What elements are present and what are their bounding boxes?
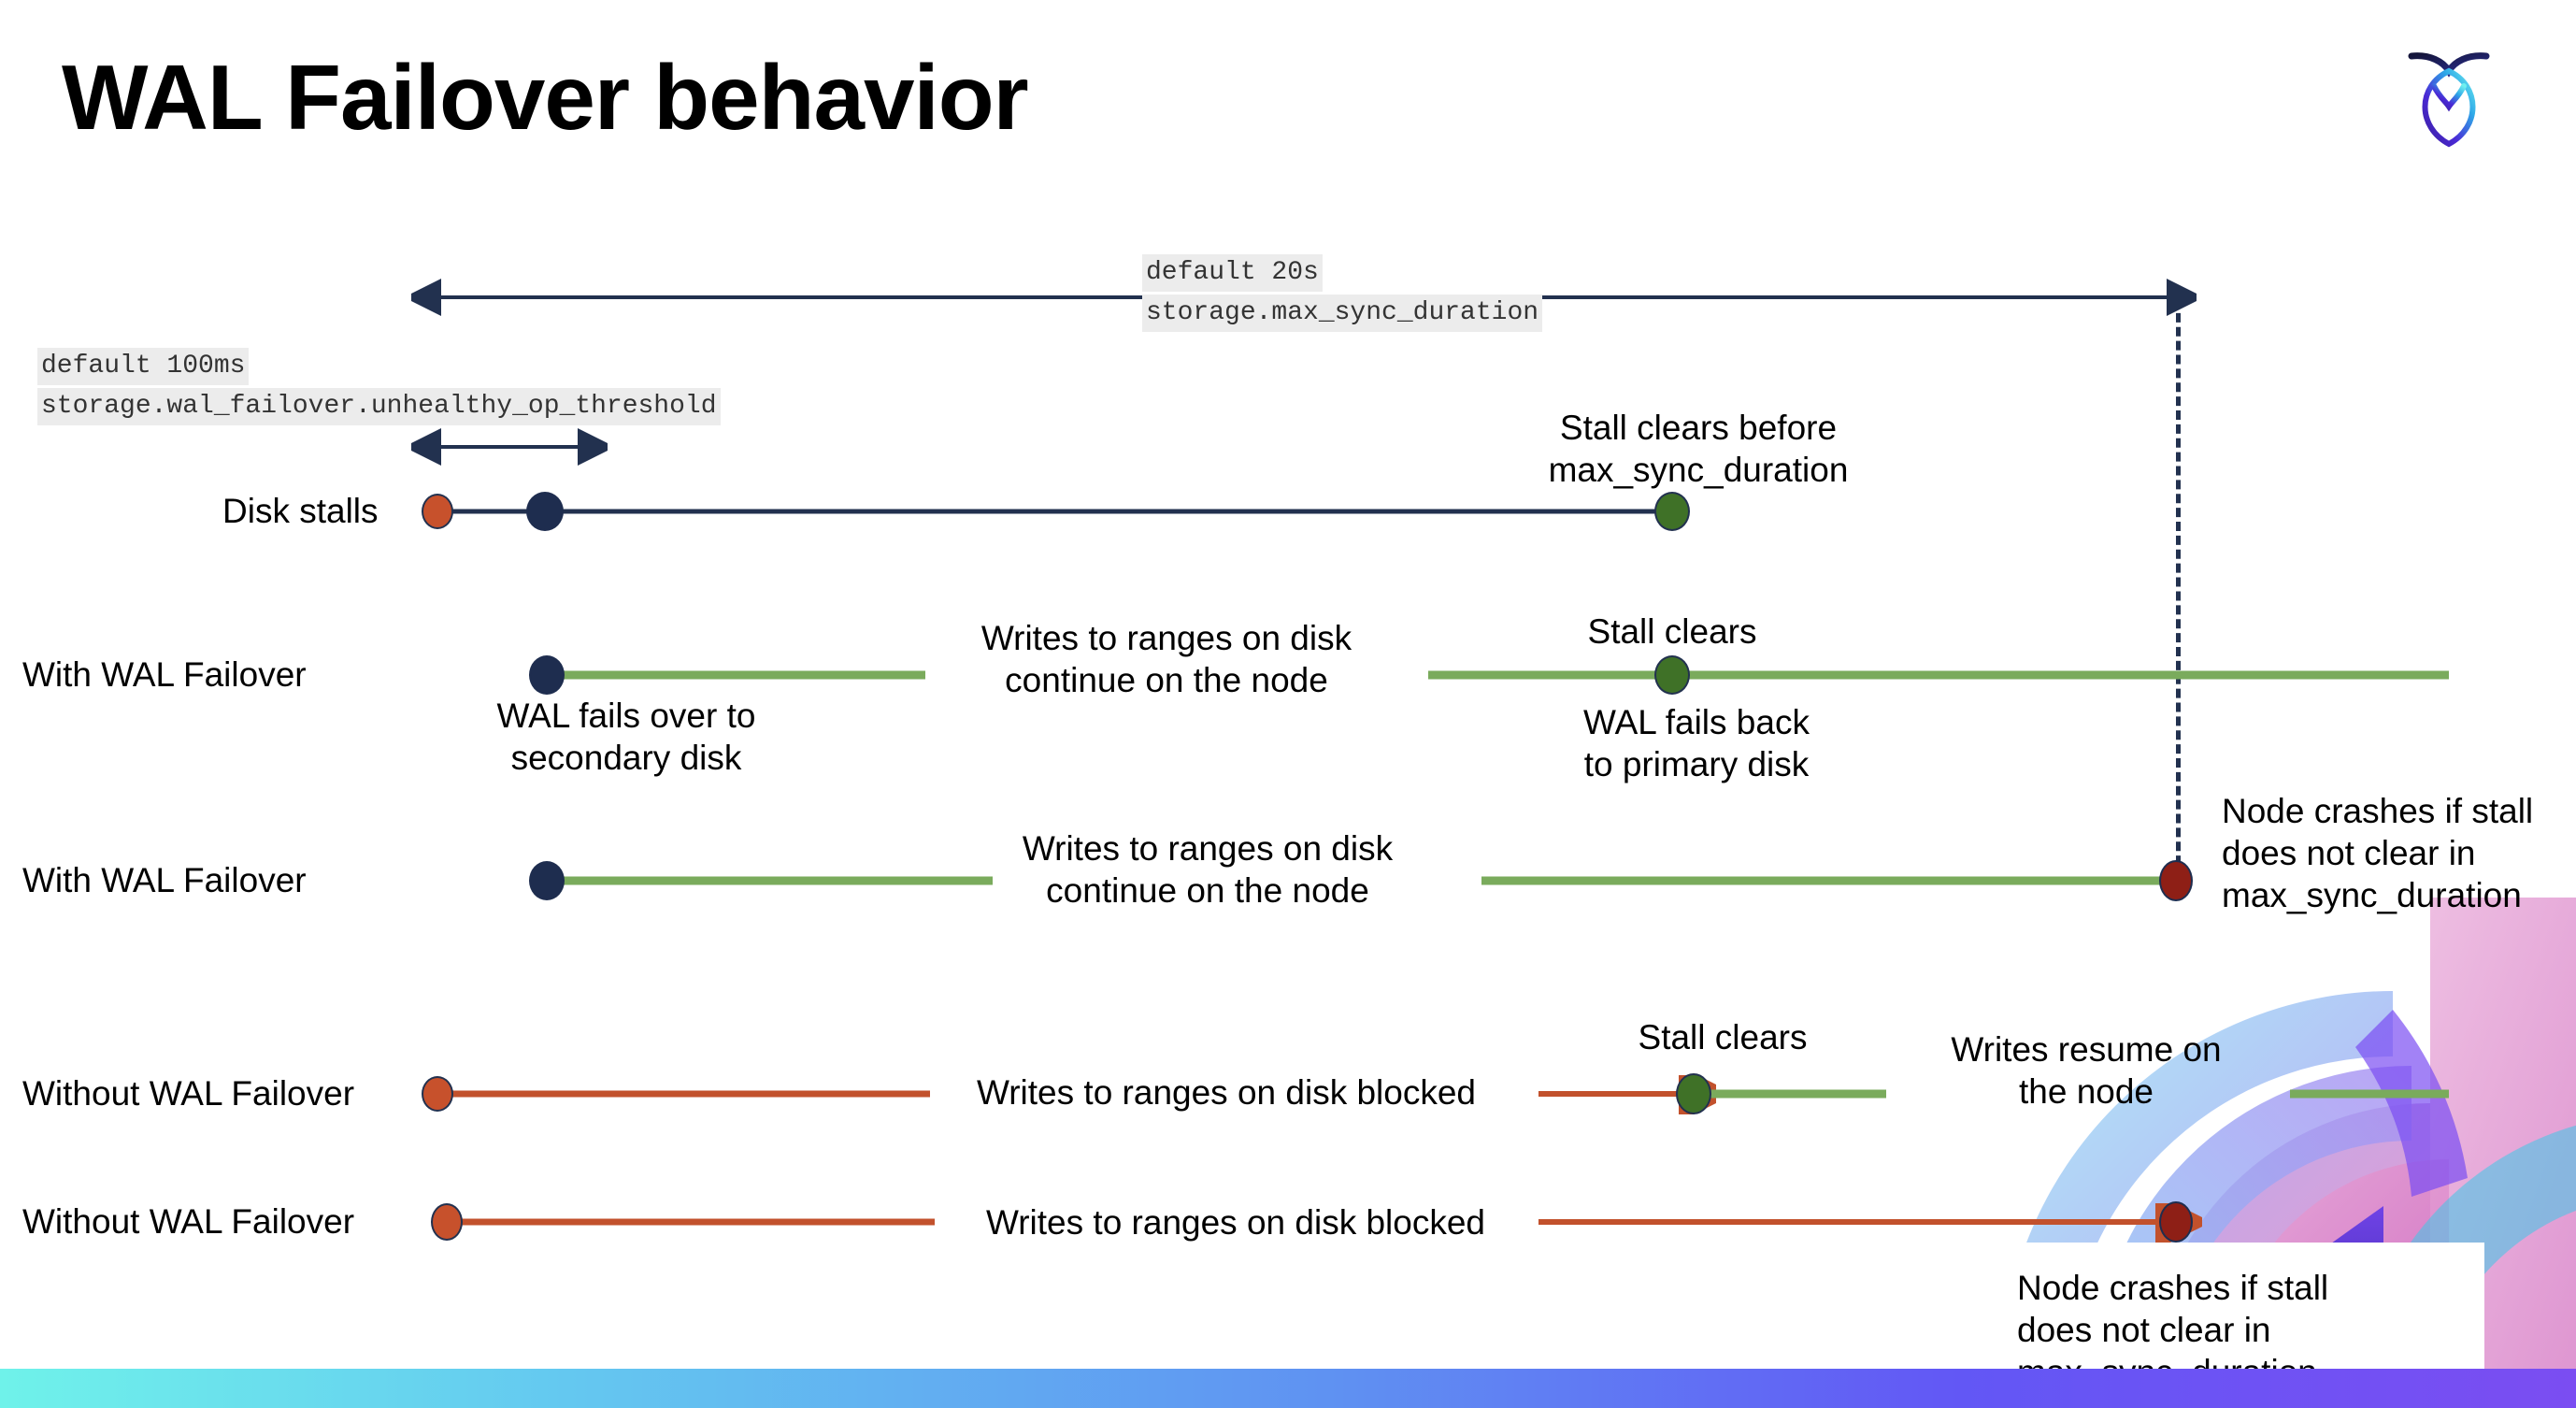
without-failover-2-stall-start-dot bbox=[431, 1203, 463, 1241]
annotation-wal-fails-over: WAL fails over to secondary disk bbox=[496, 697, 756, 778]
disk-stalls-segment bbox=[437, 509, 1672, 514]
stall-clears-dot-2 bbox=[1676, 1073, 1711, 1114]
wal-failover-start-dot-1 bbox=[529, 655, 565, 695]
row-label-with-wal-failover-1: With WAL Failover bbox=[22, 655, 307, 694]
without-failover-2-blocked-arrow bbox=[1538, 1203, 2202, 1243]
max-sync-duration-default-label: default 20s bbox=[1142, 254, 1323, 292]
row-label-disk-stalls: Disk stalls bbox=[222, 492, 379, 530]
cockroachdb-logo bbox=[2374, 28, 2524, 168]
without-failover-1-stall-start-dot bbox=[422, 1076, 453, 1112]
annotation-wal-fails-back: WAL fails back to primary disk bbox=[1583, 703, 1810, 784]
wal-failover-start-dot-2 bbox=[529, 861, 565, 900]
node-crash-dot-1 bbox=[2159, 860, 2193, 901]
with-failover-1-segment-a bbox=[547, 670, 925, 680]
without-failover-2-blocked-segment-a bbox=[447, 1218, 935, 1226]
disk-stall-start-dot bbox=[422, 494, 453, 529]
annotation-stall-clears-1: Stall clears bbox=[1587, 612, 1757, 651]
page-title: WAL Failover behavior bbox=[62, 46, 1029, 149]
with-failover-2-segment-b bbox=[1481, 876, 2176, 885]
annotation-stall-clears-before: Stall clears before max_sync_duration bbox=[1548, 409, 1849, 490]
unhealthy-op-threshold-setting-label: storage.wal_failover.unhealthy_op_thresh… bbox=[37, 388, 721, 425]
annotation-writes-blocked-1: Writes to ranges on disk blocked bbox=[976, 1073, 1477, 1112]
annotation-node-crashes-1: Node crashes if stall does not clear in … bbox=[2222, 792, 2534, 915]
disk-stall-clears-dot bbox=[1654, 492, 1690, 531]
row-label-without-wal-failover-2: Without WAL Failover bbox=[22, 1202, 355, 1241]
annotation-writes-continue-1: Writes to ranges on disk continue on the… bbox=[980, 619, 1352, 700]
max-sync-duration-dashed-guide bbox=[2176, 299, 2181, 879]
without-failover-1-resume-segment-a bbox=[1706, 1089, 1886, 1099]
annotation-writes-continue-2: Writes to ranges on disk continue on the… bbox=[1022, 829, 1394, 911]
row-label-without-wal-failover-1: Without WAL Failover bbox=[22, 1074, 355, 1113]
unhealthy-op-threshold-default-label: default 100ms bbox=[37, 348, 250, 385]
row-label-with-wal-failover-2: With WAL Failover bbox=[22, 861, 307, 899]
without-failover-1-resume-segment-b bbox=[2290, 1089, 2449, 1099]
stall-clears-dot-1 bbox=[1654, 655, 1690, 695]
node-crash-dot-2 bbox=[2159, 1201, 2193, 1243]
annotation-node-crashes-2: Node crashes if stall does not clear in … bbox=[2017, 1269, 2329, 1391]
annotation-stall-clears-2: Stall clears bbox=[1638, 1018, 1808, 1056]
with-failover-1-segment-b bbox=[1428, 670, 2449, 680]
without-failover-1-blocked-segment-a bbox=[437, 1090, 930, 1098]
unhealthy-op-threshold-interval-arrow bbox=[411, 428, 608, 466]
with-failover-2-segment-a bbox=[547, 876, 993, 885]
max-sync-duration-setting-label: storage.max_sync_duration bbox=[1142, 295, 1543, 332]
annotation-writes-blocked-2: Writes to ranges on disk blocked bbox=[985, 1203, 1486, 1242]
disk-stall-threshold-dot bbox=[526, 492, 564, 531]
annotation-writes-resume: Writes resume on the node bbox=[1951, 1030, 2222, 1112]
bottom-accent-bar bbox=[0, 1369, 2576, 1408]
